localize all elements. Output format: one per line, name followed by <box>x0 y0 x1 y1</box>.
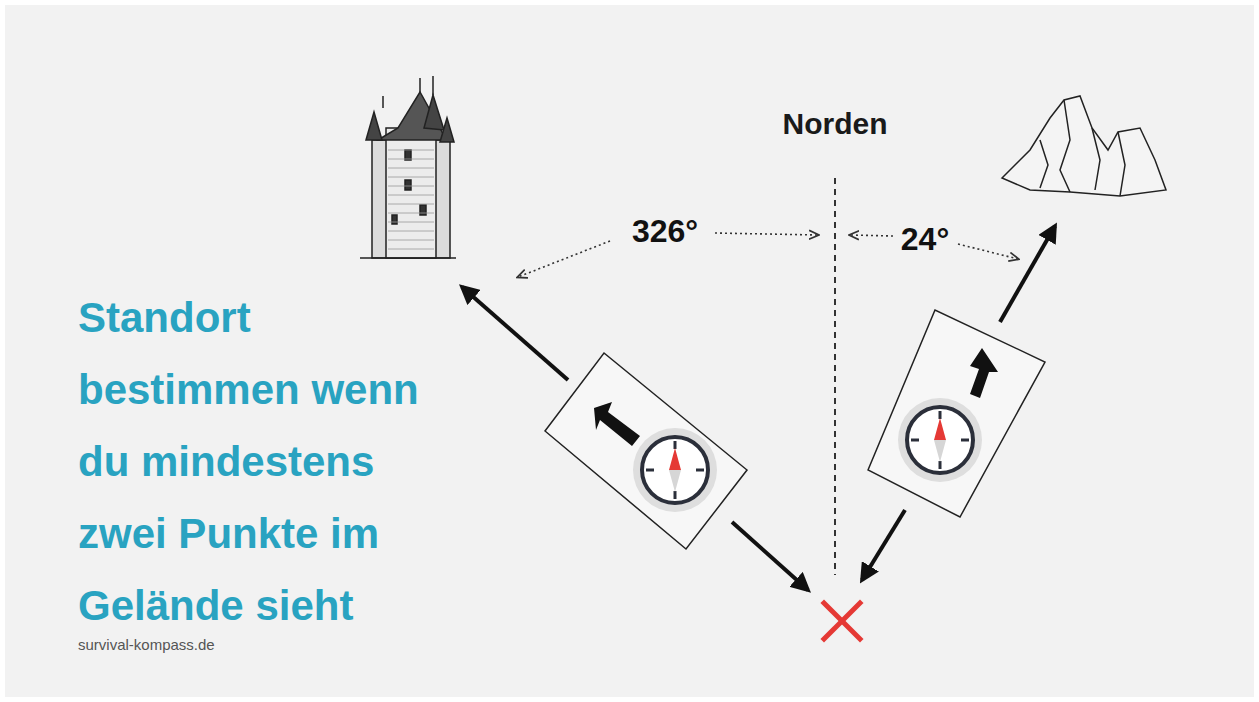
mountain <box>1002 96 1166 196</box>
castle-brick-line <box>388 159 434 160</box>
watermark: survival-kompass.de <box>78 636 215 654</box>
north-label: Norden <box>783 106 888 142</box>
castle-brick-line <box>388 150 434 151</box>
compass-left <box>545 353 747 549</box>
compass-right <box>868 310 1045 517</box>
title: Standort bestimmen wenn du mindestens zw… <box>78 282 438 642</box>
bearing-arrows <box>462 226 1055 590</box>
castle-brick-line <box>388 249 434 250</box>
castle-brick-line <box>388 204 434 205</box>
castle-brick-line <box>388 213 434 214</box>
castle-brick-line <box>388 177 434 178</box>
castle-brick-line <box>388 186 434 187</box>
position-mark <box>824 603 860 639</box>
north-line <box>834 178 836 575</box>
angle-label: 24° <box>901 220 949 258</box>
angle-label: 326° <box>632 212 698 250</box>
castle-brick-line <box>388 231 434 232</box>
castle-brick-line <box>388 195 434 196</box>
castle-brick-line <box>388 240 434 241</box>
castle <box>360 76 456 258</box>
castle-texture <box>388 150 434 249</box>
castle-brick-line <box>388 168 434 169</box>
castle-brick-line <box>388 222 434 223</box>
